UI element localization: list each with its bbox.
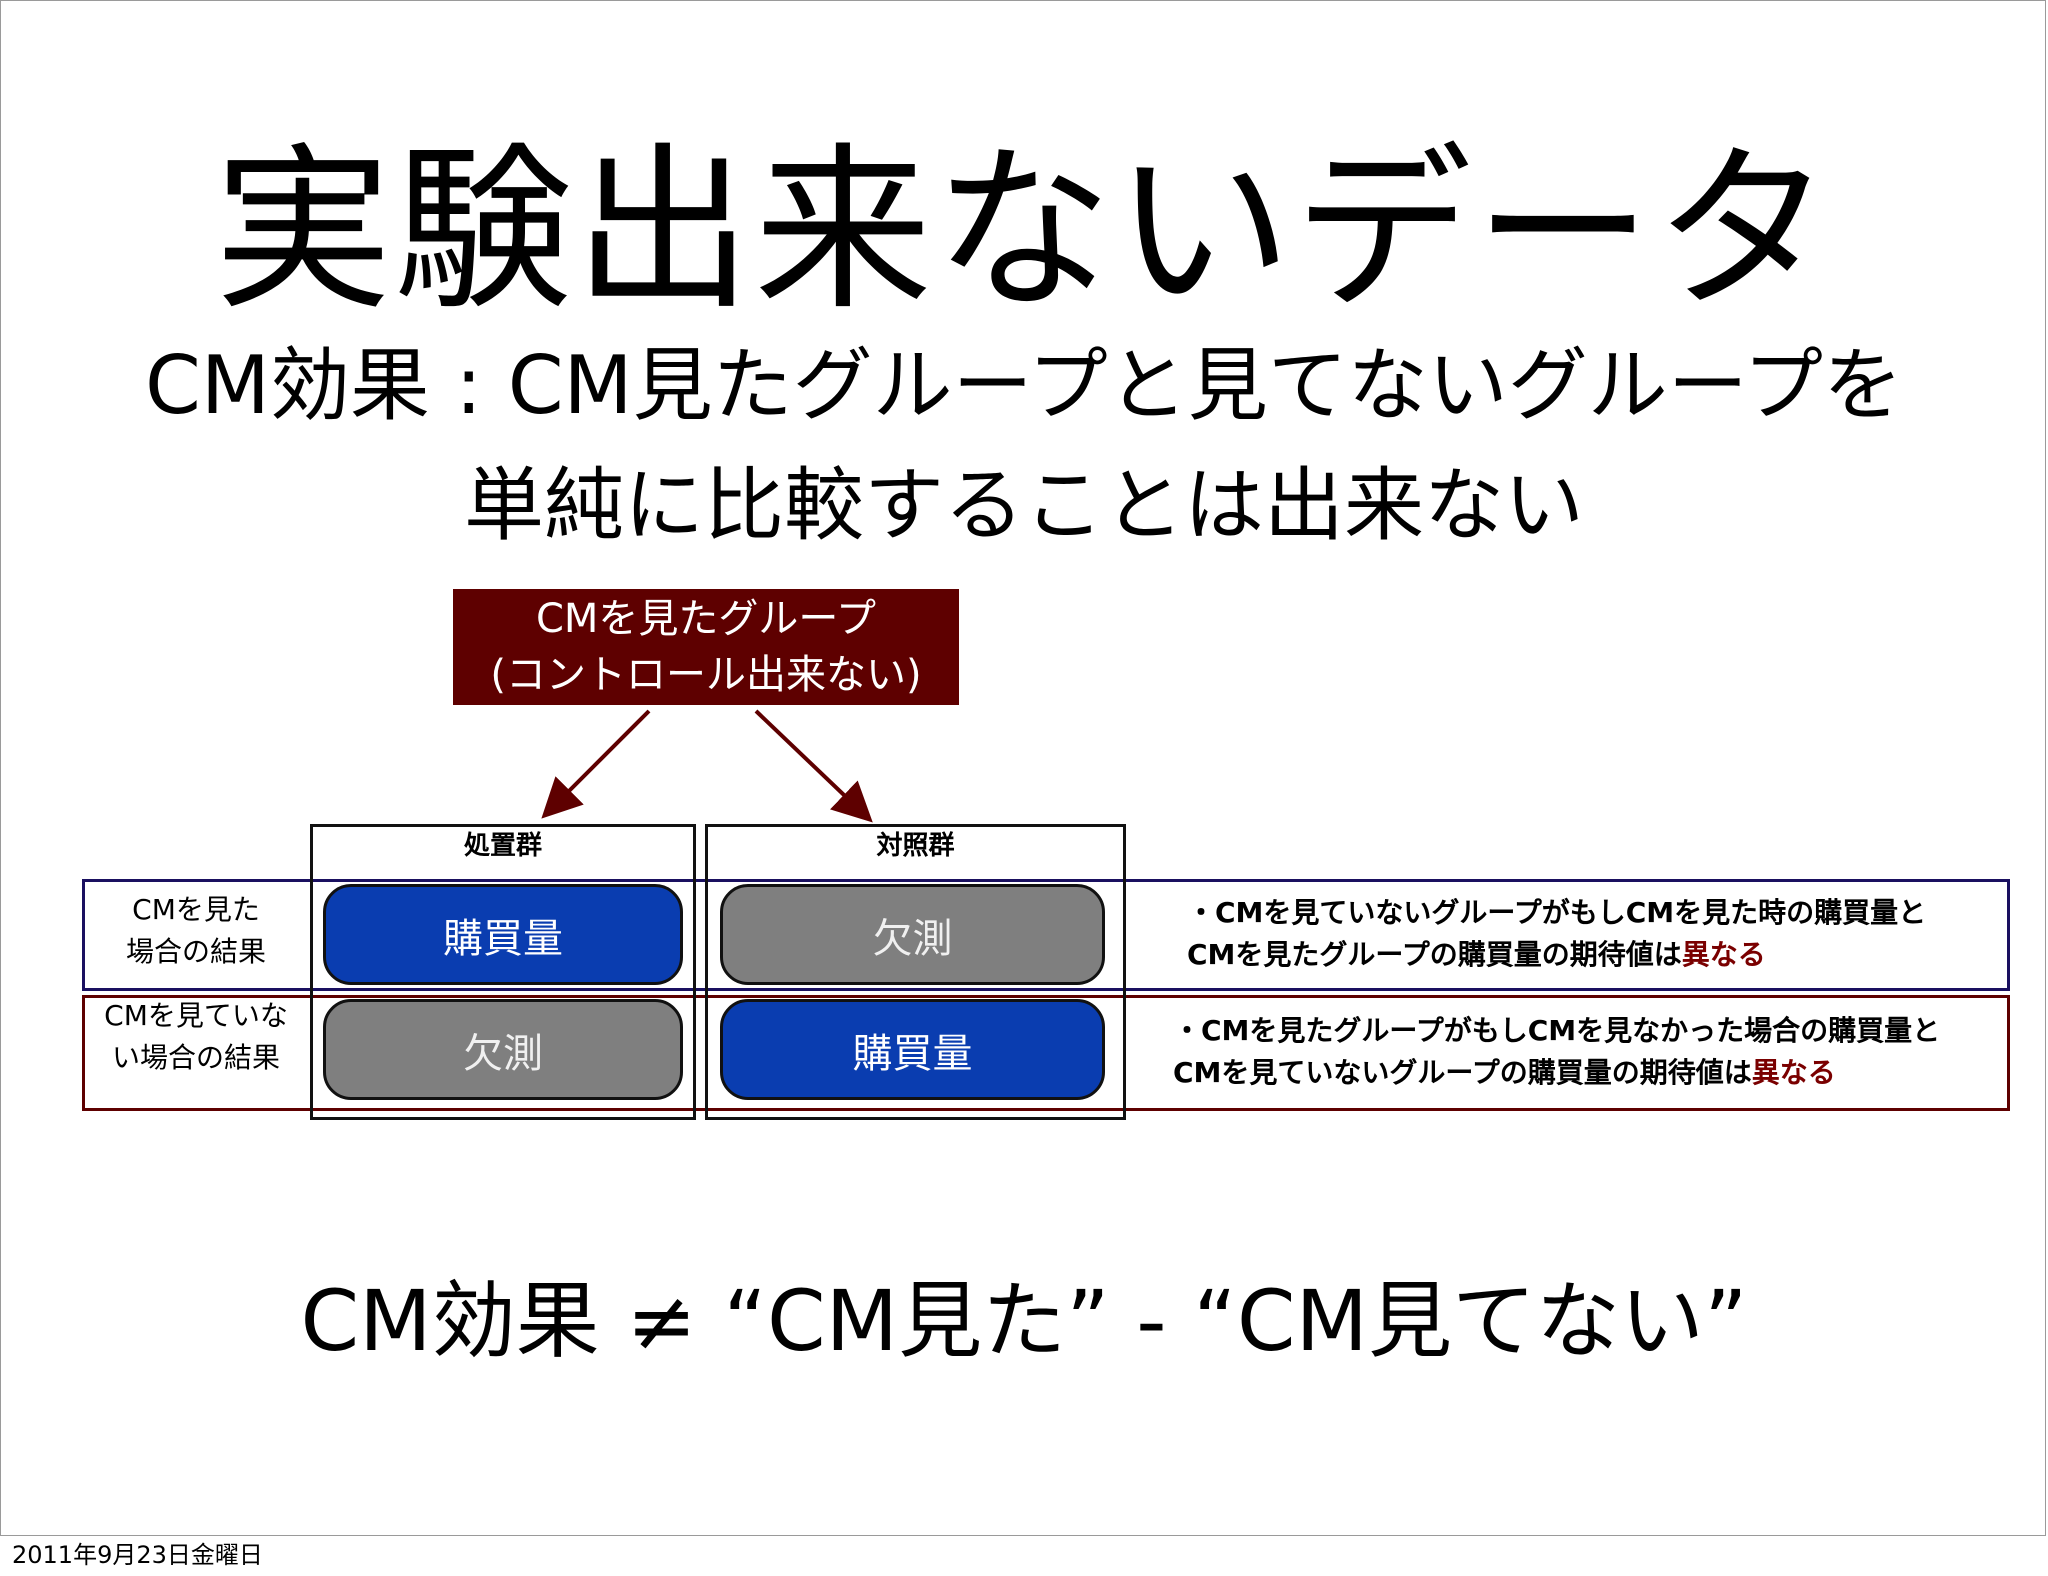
row-label-cm-seen-line-1: CMを見た	[132, 893, 260, 926]
cm-viewed-group-box: CMを見たグループ (コントロール出来ない)	[453, 589, 959, 705]
row-label-cm-unseen-line-2: い場合の結果	[111, 1041, 280, 1074]
cell-unseen-treatment: 欠測	[323, 999, 683, 1100]
row-label-cm-seen-line-2: 場合の結果	[125, 935, 266, 968]
row-label-cm-unseen: CMを見ていな い場合の結果	[85, 995, 307, 1079]
arrow-layer	[541, 709, 873, 823]
cell-seen-treatment: 購買量	[323, 884, 683, 985]
slide-title: 実験出来ないデータ	[214, 127, 1834, 334]
footer-date: 2011年9月23日金曜日	[12, 1541, 263, 1569]
note-cm-unseen-emphasis: 異なる	[1751, 1056, 1836, 1089]
cell-unseen-control: 購買量	[720, 999, 1105, 1100]
column-frame-treatment	[310, 824, 696, 1120]
arrow-to-treatment	[541, 709, 651, 819]
column-header-treatment: 処置群	[463, 831, 542, 861]
slide: 実験出来ないデータ CM効果 : CM見たグループと見てないグループを 単純に比…	[0, 0, 2046, 1536]
note-cm-unseen: ・CMを見たグループがもしCMを見なかった場合の購買量と CMを見ていないグルー…	[1173, 1010, 1940, 1094]
cell-seen-control: 欠測	[720, 884, 1105, 985]
note-cm-unseen-line-2: CMを見ていないグループの購買量の期待値は異なる	[1173, 1052, 1940, 1094]
row-label-cm-seen: CMを見た 場合の結果	[85, 889, 307, 973]
note-cm-seen: ・CMを見ていないグループがもしCMを見た時の購買量と CMを見たグループの購買…	[1187, 892, 1926, 976]
note-cm-seen-line-2-text: CMを見たグループの購買量の期待値は	[1187, 938, 1682, 971]
cm-viewed-group-label: CMを見たグループ	[535, 596, 877, 642]
formula: CM効果 ≠ “CM見た” - “CM見てない”	[300, 1272, 1748, 1370]
row-label-cm-unseen-line-1: CMを見ていな	[104, 999, 288, 1032]
row-frame-cm-unseen	[82, 995, 2010, 1111]
subtitle-line-2: 単純に比較することは出来ない	[464, 459, 1584, 552]
row-frame-cm-seen	[82, 879, 2010, 991]
arrow-to-control	[754, 709, 873, 823]
subtitle-line-1: CM効果 : CM見たグループと見てないグループを	[145, 339, 1903, 432]
note-cm-seen-line-2: CMを見たグループの購買量の期待値は異なる	[1187, 934, 1926, 976]
note-cm-unseen-line-1: ・CMを見たグループがもしCMを見なかった場合の購買量と	[1173, 1014, 1941, 1047]
cm-viewed-group-note: (コントロール出来ない)	[490, 652, 922, 698]
note-cm-seen-line-1: ・CMを見ていないグループがもしCMを見た時の購買量と	[1187, 896, 1927, 929]
column-header-control: 対照群	[876, 831, 955, 861]
column-frame-control	[705, 824, 1126, 1120]
note-cm-unseen-line-2-text: CMを見ていないグループの購買量の期待値は	[1173, 1056, 1752, 1089]
note-cm-seen-emphasis: 異なる	[1681, 938, 1766, 971]
